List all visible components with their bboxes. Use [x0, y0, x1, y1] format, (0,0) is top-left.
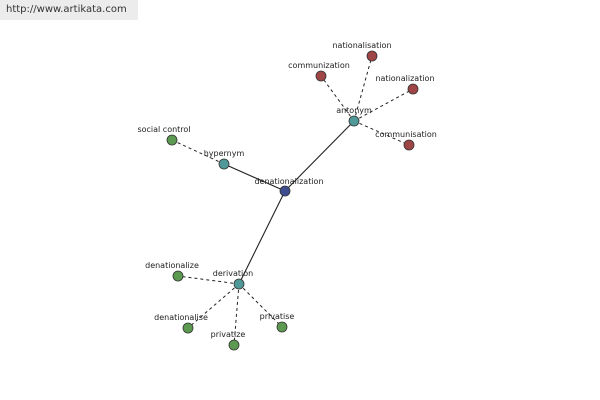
edge-antonym-nationalisation: [353, 55, 373, 122]
edge-antonym-nationalization: [353, 88, 414, 122]
leaf-label-denationalize[interactable]: denationalize: [145, 261, 199, 270]
node-social-control-icon[interactable]: [166, 134, 178, 146]
node-nationalisation-icon[interactable]: [366, 50, 378, 62]
edge-root-antonym: [284, 120, 355, 192]
edge-derivation-privatize: [233, 283, 240, 346]
leaf-label-privatise[interactable]: privatise: [260, 312, 295, 321]
node-derivation-icon[interactable]: [233, 278, 245, 290]
hub-label-derivation[interactable]: derivation: [213, 269, 253, 278]
leaf-label-denationalise[interactable]: denationalise: [154, 313, 208, 322]
node-antonym-icon[interactable]: [348, 115, 360, 127]
node-hypernym-icon[interactable]: [218, 158, 230, 170]
node-root-icon[interactable]: [279, 185, 291, 197]
node-nationalization-icon[interactable]: [407, 83, 419, 95]
edge-root-derivation: [238, 190, 286, 285]
edge-derivation-privatise: [238, 283, 283, 328]
leaf-label-communization[interactable]: communization: [288, 61, 350, 70]
node-communization-icon[interactable]: [315, 70, 327, 82]
hub-label-antonym[interactable]: antonym: [336, 106, 372, 115]
graph-labels: denationalization hypernym antonym derivati…: [137, 41, 436, 339]
node-denationalise-icon[interactable]: [182, 322, 194, 334]
node-denationalize-icon[interactable]: [172, 270, 184, 282]
node-privatize-icon[interactable]: [228, 339, 240, 351]
hub-label-hypernym[interactable]: hypernym: [204, 149, 245, 158]
edge-derivation-denationalize: [177, 275, 240, 285]
node-privatise-icon[interactable]: [276, 321, 288, 333]
leaf-label-nationalisation[interactable]: nationalisation: [332, 41, 391, 50]
edge-root-hypernym: [223, 163, 286, 192]
graph-nodes: [166, 50, 419, 351]
leaf-label-nationalization[interactable]: nationalization: [375, 74, 434, 83]
node-communisation-icon[interactable]: [403, 139, 415, 151]
edge-derivation-denationalise: [187, 283, 240, 329]
root-label[interactable]: denationalization: [254, 177, 323, 186]
leaf-label-communisation[interactable]: communisation: [375, 130, 437, 139]
edge-antonym-communisation: [353, 120, 410, 146]
graph-edges: [171, 55, 414, 346]
source-url[interactable]: http://www.artikata.com: [0, 0, 138, 20]
leaf-label-privatize[interactable]: privatize: [211, 330, 246, 339]
leaf-label-social-control[interactable]: social control: [137, 125, 190, 134]
